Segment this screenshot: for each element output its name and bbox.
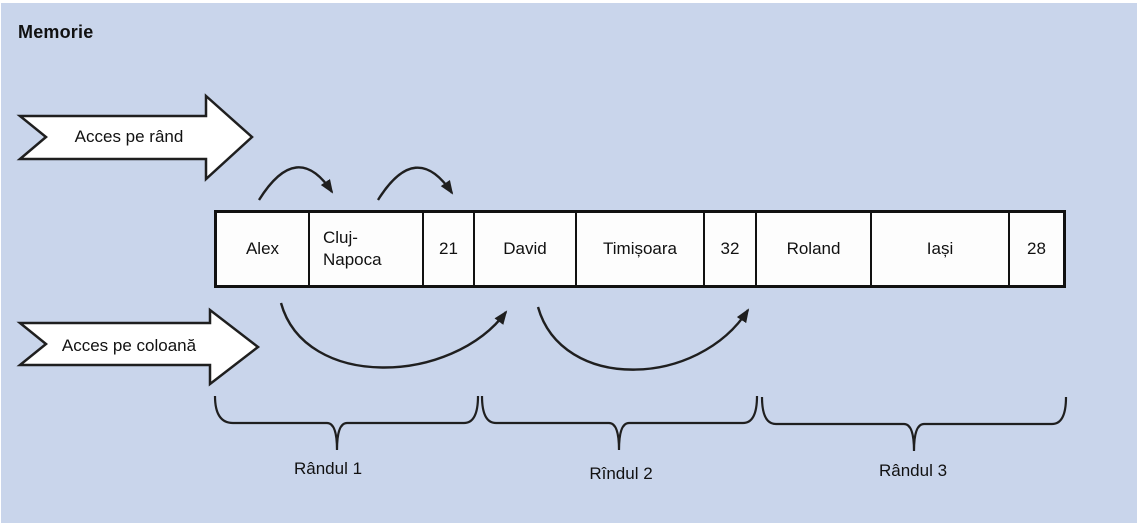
memory-cell-name-1: Alex [217,213,310,285]
memory-cell-name-2: David [475,213,577,285]
memory-cell-age-2: 32 [705,213,757,285]
memory-cell-city-3: Iași [872,213,1010,285]
memory-strip: Alex Cluj- Napoca 21 David Timișoara 32 … [214,210,1066,288]
row-access-arrow-label: Acces pe rând [74,127,184,146]
page-title: Memorie [18,22,94,42]
row-1-label: Rândul 1 [293,459,363,478]
memory-cell-age-1: 21 [424,213,475,285]
row-3-label: Rândul 3 [878,461,948,480]
memory-cell-city-2: Timișoara [577,213,705,285]
memory-cell-name-3: Roland [757,213,872,285]
memory-cell-city-1: Cluj- Napoca [310,213,424,285]
row-2-label: Rîndul 2 [589,464,653,483]
column-access-arrow-label: Acces pe coloană [61,336,197,355]
memory-cell-age-3: 28 [1010,213,1063,285]
